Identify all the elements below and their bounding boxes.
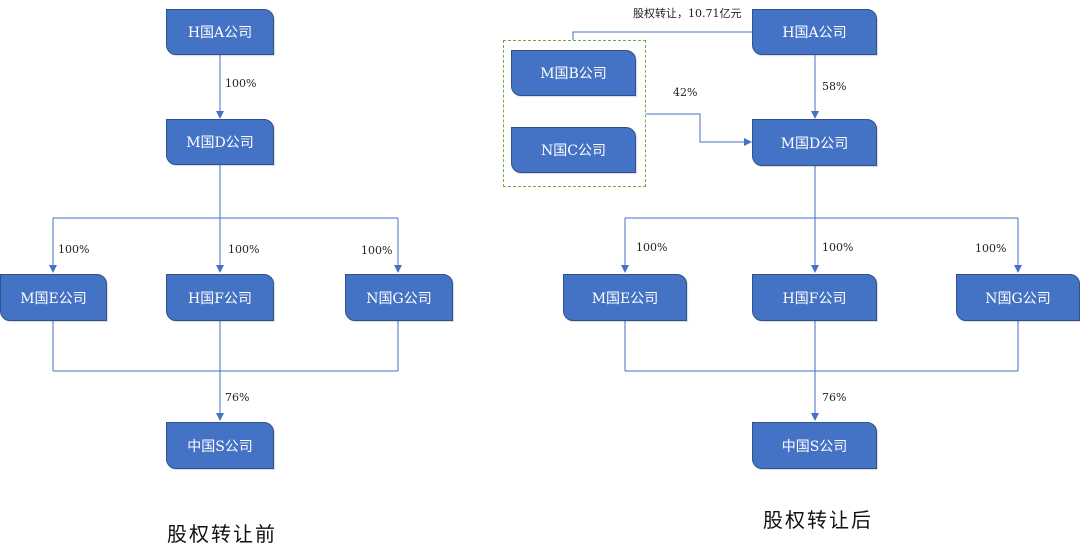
transferee-group-box <box>503 40 646 187</box>
right-node-m-d: M国D公司 <box>752 119 877 166</box>
left-node-m-d: M国D公司 <box>166 119 274 165</box>
left-caption: 股权转让前 <box>167 522 277 546</box>
right-node-m-b: M国B公司 <box>511 50 636 96</box>
left-node-n-g: N国G公司 <box>345 274 453 321</box>
left-node-m-e: M国E公司 <box>0 274 107 321</box>
right-pct-d-g: 100% <box>975 242 1007 255</box>
right-connector-group-d <box>646 113 752 146</box>
right-pct-to-s: 76% <box>822 391 847 404</box>
right-pct-bc-d: 42% <box>673 86 698 99</box>
right-node-n-c: N国C公司 <box>511 127 636 173</box>
left-pct-to-s: 76% <box>225 391 250 404</box>
right-node-m-e: M国E公司 <box>563 274 687 321</box>
left-node-h-f: H国F公司 <box>166 274 274 321</box>
left-node-h-a: H国A公司 <box>166 9 274 55</box>
right-connector-transfer <box>572 31 755 40</box>
left-node-cn-s: 中国S公司 <box>166 422 274 469</box>
right-transfer-label: 股权转让，10.71亿元 <box>633 7 742 20</box>
right-caption: 股权转让后 <box>763 508 873 532</box>
right-node-h-f: H国F公司 <box>752 274 877 321</box>
right-pct-d-e: 100% <box>636 241 668 254</box>
left-pct-d-f: 100% <box>228 243 260 256</box>
right-node-n-g: N国G公司 <box>956 274 1080 321</box>
right-node-cn-s: 中国S公司 <box>752 422 877 469</box>
left-pct-d-e: 100% <box>58 243 90 256</box>
left-pct-a-d: 100% <box>225 77 257 90</box>
right-node-h-a: H国A公司 <box>752 9 877 55</box>
right-pct-d-f: 100% <box>822 241 854 254</box>
right-pct-a-d: 58% <box>822 80 847 93</box>
left-pct-d-g: 100% <box>361 244 393 257</box>
